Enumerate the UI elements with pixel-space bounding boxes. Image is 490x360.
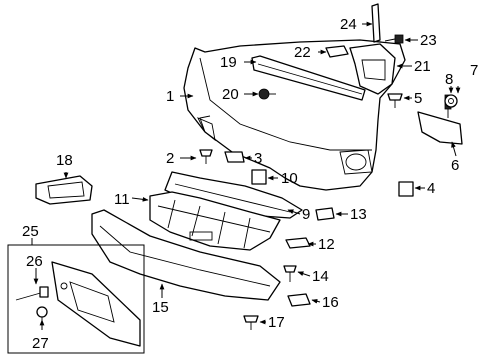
push-pin-5 — [387, 93, 403, 108]
screw-14 — [283, 265, 297, 282]
callout-labels: 1 2 3 4 5 6 7 8 9 10 11 12 13 14 15 16 1… — [22, 16, 478, 352]
callout-17: 17 — [268, 314, 285, 331]
callout-7: 7 — [470, 62, 478, 79]
callout-3: 3 — [254, 150, 262, 167]
filler-strip — [417, 111, 463, 145]
callout-20: 20 — [222, 86, 239, 103]
reinforcement-bar — [251, 55, 366, 101]
callout-25: 25 — [22, 223, 39, 240]
clip-10 — [251, 169, 267, 185]
callout-5: 5 — [414, 90, 422, 107]
callout-18: 18 — [56, 152, 73, 169]
screw-2 — [199, 149, 213, 164]
nut-8 — [444, 94, 458, 108]
callout-16: 16 — [322, 294, 339, 311]
callout-4: 4 — [427, 180, 435, 197]
callout-24: 24 — [340, 16, 357, 33]
bolt-20 — [258, 88, 276, 100]
bolt-23 — [384, 34, 404, 44]
callout-22: 22 — [294, 44, 311, 61]
callout-23: 23 — [420, 32, 437, 49]
callout-11: 11 — [114, 191, 130, 208]
callout-21: 21 — [414, 58, 431, 75]
leader-lines — [31, 21, 461, 330]
clip-4 — [398, 181, 414, 197]
mounting-bracket — [349, 43, 396, 95]
callout-19: 19 — [220, 54, 237, 71]
bracket-strap — [371, 3, 381, 43]
clip-16 — [287, 293, 311, 307]
lower-valance — [91, 209, 281, 301]
callout-12: 12 — [318, 236, 335, 253]
callout-6: 6 — [451, 157, 459, 174]
screw-27 — [36, 306, 48, 326]
screw-26 — [15, 286, 49, 301]
group-box-25 — [7, 244, 145, 354]
callout-15: 15 — [152, 299, 169, 316]
callout-2: 2 — [166, 150, 174, 167]
callout-13: 13 — [350, 206, 367, 223]
clip-13 — [315, 207, 335, 221]
callout-27: 27 — [32, 335, 49, 352]
callout-26: 26 — [26, 253, 43, 270]
license-bracket — [51, 261, 141, 347]
callout-1: 1 — [166, 88, 174, 105]
callout-9: 9 — [302, 206, 310, 223]
callout-8: 8 — [445, 71, 453, 88]
callout-14: 14 — [312, 268, 329, 285]
callout-10: 10 — [281, 170, 298, 187]
clip-3 — [224, 151, 245, 163]
clip-22 — [325, 45, 349, 58]
lower-grille — [149, 191, 281, 251]
push-pin-17 — [243, 315, 259, 330]
fog-lamp-bezel — [35, 175, 93, 205]
clip-12 — [285, 237, 311, 249]
